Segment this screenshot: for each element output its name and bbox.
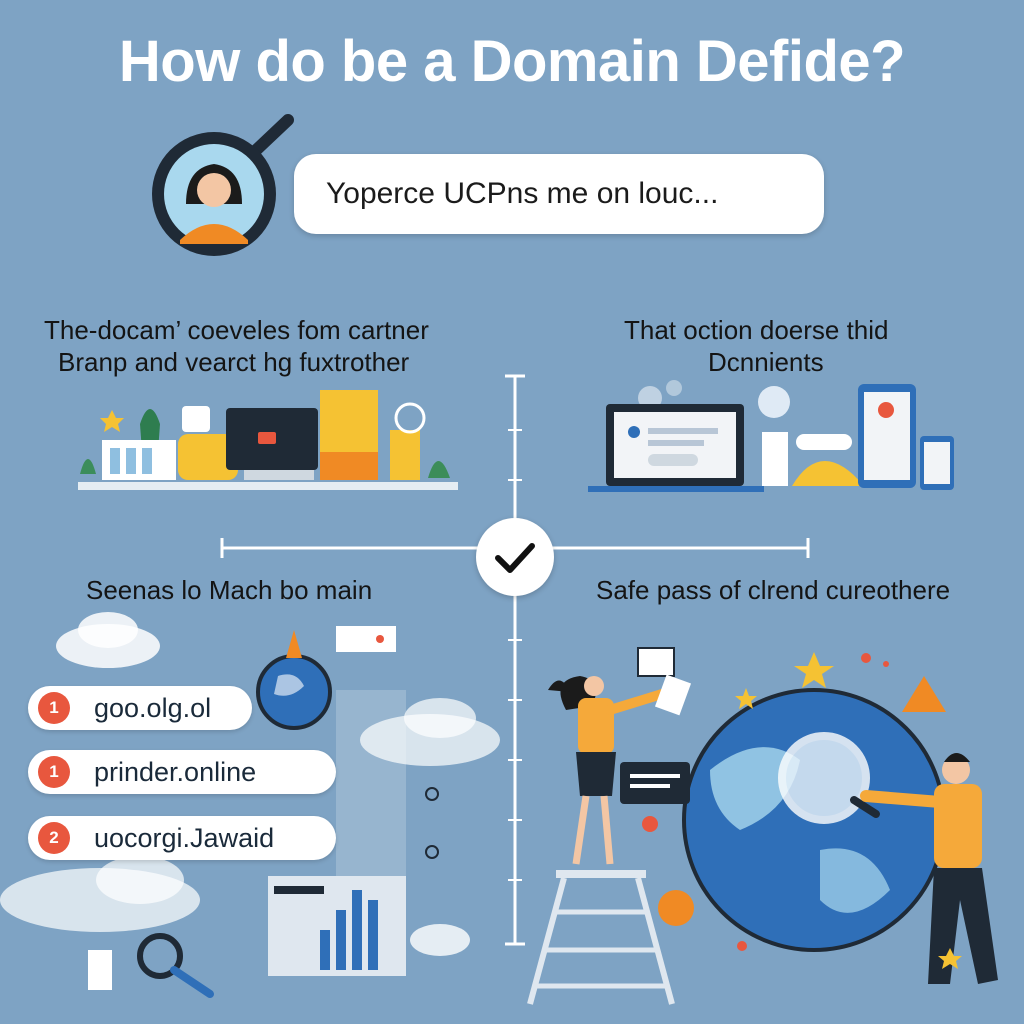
domain-item[interactable]: 2 uocorgi.Jawaid [28, 816, 336, 860]
domain-number-badge: 2 [38, 822, 70, 854]
center-check-badge [476, 518, 554, 596]
domain-number-badge: 1 [38, 756, 70, 788]
section-top-left-line2: Branp and vearct hg fuxtrother [58, 347, 410, 377]
domain-item[interactable]: 1 goo.olg.ol [28, 686, 252, 730]
section-top-right-line2: Dcnnients [708, 347, 824, 377]
domain-item[interactable]: 1 prinder.online [28, 750, 336, 794]
domain-number-badge: 1 [38, 692, 70, 724]
section-bottom-left-heading: Seenas lo Mach bo main [86, 575, 373, 605]
globe-explorers-illustration [527, 647, 998, 1005]
section-bottom-right-heading: Safe pass of clrend cureothere [596, 575, 951, 605]
checkmark-icon [495, 543, 535, 573]
section-top-left-line1: The-docam’ coeveles fom cartner [44, 315, 429, 345]
page-title: How do be a Domain Defide? [118, 29, 906, 94]
domain-name: prinder.online [94, 757, 257, 787]
cloud-illustration-left [0, 612, 500, 998]
avatar-magnifier-icon [152, 114, 294, 256]
search-input[interactable]: Yoperce UCPns me on louc... [294, 154, 824, 234]
device-illustration-right [588, 380, 954, 492]
section-top-right-line1: That oction doerse thid [624, 315, 889, 345]
workspace-illustration-left [78, 390, 458, 490]
domain-name: goo.olg.ol [94, 693, 212, 723]
domain-name: uocorgi.Jawaid [94, 823, 275, 853]
